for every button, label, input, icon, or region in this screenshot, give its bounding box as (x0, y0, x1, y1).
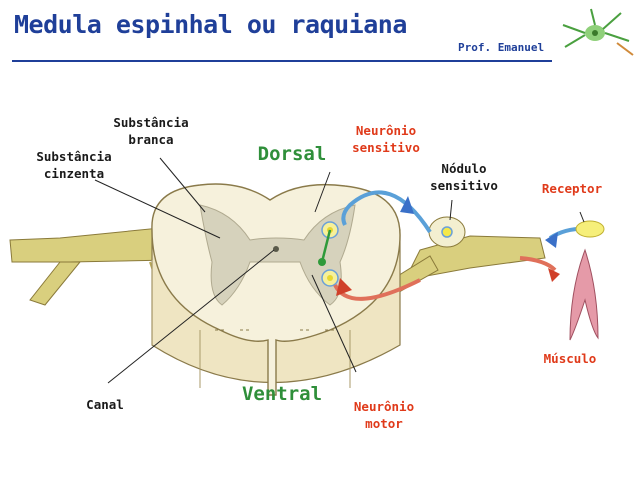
page-title: Medula espinhal ou raquiana (14, 10, 407, 39)
receptor (575, 220, 605, 238)
label-neuronio-sensitivo: Neurônio sensitivo (352, 123, 420, 155)
label-substancia-cinzenta: Substância cinzenta (36, 149, 112, 181)
label-dorsal: Dorsal (257, 143, 327, 165)
author-credit: Prof. Emanuel (458, 41, 545, 54)
neuron-thumbnail-illustration (562, 8, 634, 56)
label-receptor: Receptor (541, 181, 603, 196)
central-canal (273, 246, 279, 252)
header-divider (12, 60, 552, 62)
interneuron (320, 229, 332, 263)
left-nerve-branch (29, 261, 82, 306)
label-nodulo-sensitivo: Nódulo sensitivo (430, 161, 498, 193)
left-nerve-root (9, 227, 171, 263)
label-neuronio-motor: Neurônio motor (353, 399, 415, 431)
muscle (569, 248, 599, 341)
label-musculo: Músculo (543, 351, 597, 366)
leader-lines (94, 157, 585, 384)
label-ventral: Ventral (241, 383, 323, 405)
diagram-panel: Substância branca Substância cinzenta Do… (4, 90, 634, 478)
grey-matter (199, 204, 356, 306)
label-substancia-branca: Substância branca (113, 115, 189, 147)
label-canal: Canal (86, 397, 124, 412)
